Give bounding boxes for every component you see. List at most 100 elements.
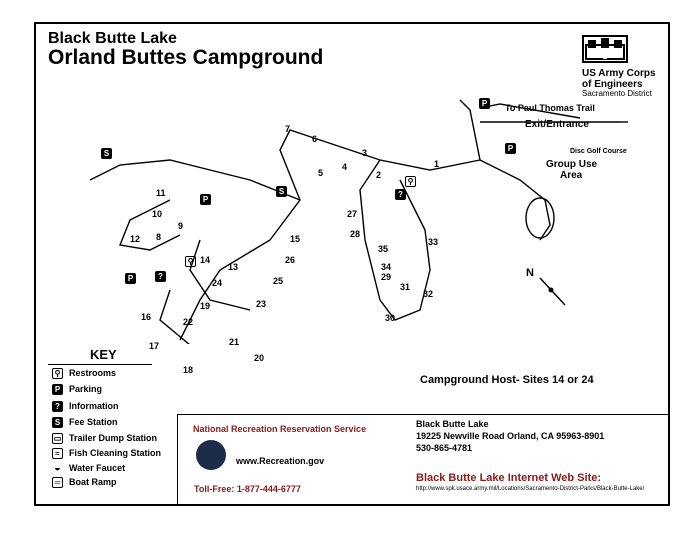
- key-item-label: Fish Cleaning Station: [69, 448, 162, 458]
- key-item-label: Information: [69, 401, 119, 411]
- usace-castle-logo: [582, 35, 628, 63]
- site-label: 26: [285, 255, 296, 265]
- map-subtitle: Black Butte Lake: [48, 30, 177, 47]
- key-item-restrooms: ⚲ Restrooms: [52, 366, 116, 380]
- site-label: 19: [200, 301, 211, 311]
- loop-road-west: [119, 199, 181, 251]
- campground-host-note: Campground Host- Sites 14 or 24: [420, 374, 594, 386]
- site-label: 1: [434, 159, 440, 169]
- site-label: 7: [285, 124, 291, 134]
- site-label: 21: [229, 337, 240, 347]
- key-item-label: Fee Station: [69, 417, 118, 427]
- fish-cleaning-icon: ≈: [52, 447, 63, 459]
- label-group-area: Area: [560, 170, 583, 181]
- web-site-title: Black Butte Lake Internet Web Site:: [416, 472, 602, 484]
- nrrs-title: National Recreation Reservation Service: [193, 424, 367, 434]
- recreation-gov-logo: [196, 440, 226, 470]
- key-item-label: Trailer Dump Station: [69, 433, 158, 443]
- fee-station-icon: S: [52, 416, 63, 428]
- parking-icon: P: [125, 273, 136, 284]
- parking-icon: P: [200, 194, 211, 205]
- key-item-label: Restrooms: [69, 368, 117, 378]
- trailer-dump-icon: ▭: [52, 432, 63, 444]
- boat-ramp-arrow: [89, 174, 101, 181]
- map-title: Orland Buttes Campground: [48, 46, 324, 69]
- key-item-information: ? Information: [52, 399, 119, 413]
- key-item-boat-ramp: ═ Boat Ramp: [52, 475, 117, 489]
- site-label: 5: [318, 168, 324, 178]
- site-label: 33: [428, 237, 439, 247]
- campground-map: [89, 99, 628, 344]
- site-label: 27: [347, 209, 358, 219]
- information-icon: ?: [155, 271, 166, 282]
- key-title: KEY: [90, 347, 117, 362]
- label-north: N: [526, 267, 534, 279]
- web-site-url[interactable]: http://www.spk.usace.army.mil/Locations/…: [416, 486, 645, 492]
- site-label: 22: [183, 317, 194, 327]
- site-label: 11: [156, 188, 166, 198]
- info-box: [177, 414, 669, 506]
- key-item-label: Boat Ramp: [69, 477, 117, 487]
- key-item-water-faucet: ◒ Water Faucet: [52, 461, 125, 475]
- site-label: 9: [178, 221, 184, 231]
- site-label: 23: [256, 299, 267, 309]
- site-label: 25: [273, 276, 284, 286]
- fee-station-icon: S: [276, 186, 287, 197]
- recreation-gov-link[interactable]: www.Recreation.gov: [236, 456, 325, 466]
- site-label: 2: [376, 170, 382, 180]
- site-label: 30: [385, 313, 396, 323]
- label-group-use: Group Use: [546, 159, 598, 170]
- site-label: 17: [149, 341, 160, 351]
- group-area-road: [479, 159, 551, 241]
- site-label: 16: [141, 312, 152, 322]
- parking-icon: P: [505, 143, 516, 154]
- key-divider: [48, 364, 152, 365]
- site-label: 28: [350, 229, 361, 239]
- group-use-area-shape: [525, 197, 555, 239]
- west-road: [99, 159, 301, 201]
- site-label: 32: [423, 289, 434, 299]
- restrooms-icon: ⚲: [185, 256, 196, 267]
- parking-icon: P: [479, 98, 490, 109]
- parking-icon: P: [52, 383, 63, 395]
- site-label: 31: [400, 282, 411, 292]
- north-arrow-dot: [548, 287, 554, 293]
- site-label: 4: [342, 162, 348, 172]
- agency-name: US Army Corps of Engineers: [582, 68, 656, 90]
- site-label: 14: [200, 255, 211, 265]
- key-item-parking: P Parking: [52, 382, 102, 396]
- restrooms-icon: ⚲: [52, 367, 63, 379]
- key-item-fish-cleaning: ≈ Fish Cleaning Station: [52, 446, 161, 460]
- site-label: 20: [254, 353, 265, 363]
- site-label: 18: [183, 365, 194, 375]
- site-label: 29: [381, 272, 392, 282]
- toll-free-number: Toll-Free: 1-877-444-6777: [194, 484, 301, 494]
- key-item-label: Parking: [69, 384, 103, 394]
- site-label: 13: [228, 262, 239, 272]
- loop-road-south: [189, 239, 251, 311]
- site-label: 8: [156, 232, 162, 242]
- key-item-trailer-dump: ▭ Trailer Dump Station: [52, 431, 157, 445]
- label-to-paul-thomas-trail: To Paul Thomas Trail: [505, 103, 595, 113]
- water-faucet-icon: ◒: [54, 462, 61, 474]
- key-item-fee-station: S Fee Station: [52, 415, 118, 429]
- information-icon: ?: [395, 189, 406, 200]
- loop-road-east: [359, 159, 431, 321]
- agency-district: Sacramento District: [582, 89, 652, 98]
- fee-station-icon: S: [101, 148, 112, 159]
- site-label: 34: [381, 262, 392, 272]
- map-frame: [34, 22, 670, 506]
- site-label: 3: [362, 148, 368, 158]
- restrooms-icon: ⚲: [405, 176, 416, 187]
- site-label: 35: [378, 244, 389, 254]
- site-label: 12: [130, 234, 141, 244]
- loop-road-southwest: [159, 289, 190, 344]
- information-icon: ?: [52, 400, 63, 412]
- site-label: 10: [152, 209, 163, 219]
- site-label: 24: [212, 278, 223, 288]
- boat-ramp-icon: ═: [52, 476, 63, 488]
- site-label: 15: [290, 234, 301, 244]
- label-exit-entrance: Exit/Entrance: [525, 119, 589, 130]
- site-label: 6: [312, 134, 318, 144]
- lake-address: Black Butte Lake 19225 Newville Road Orl…: [416, 419, 605, 453]
